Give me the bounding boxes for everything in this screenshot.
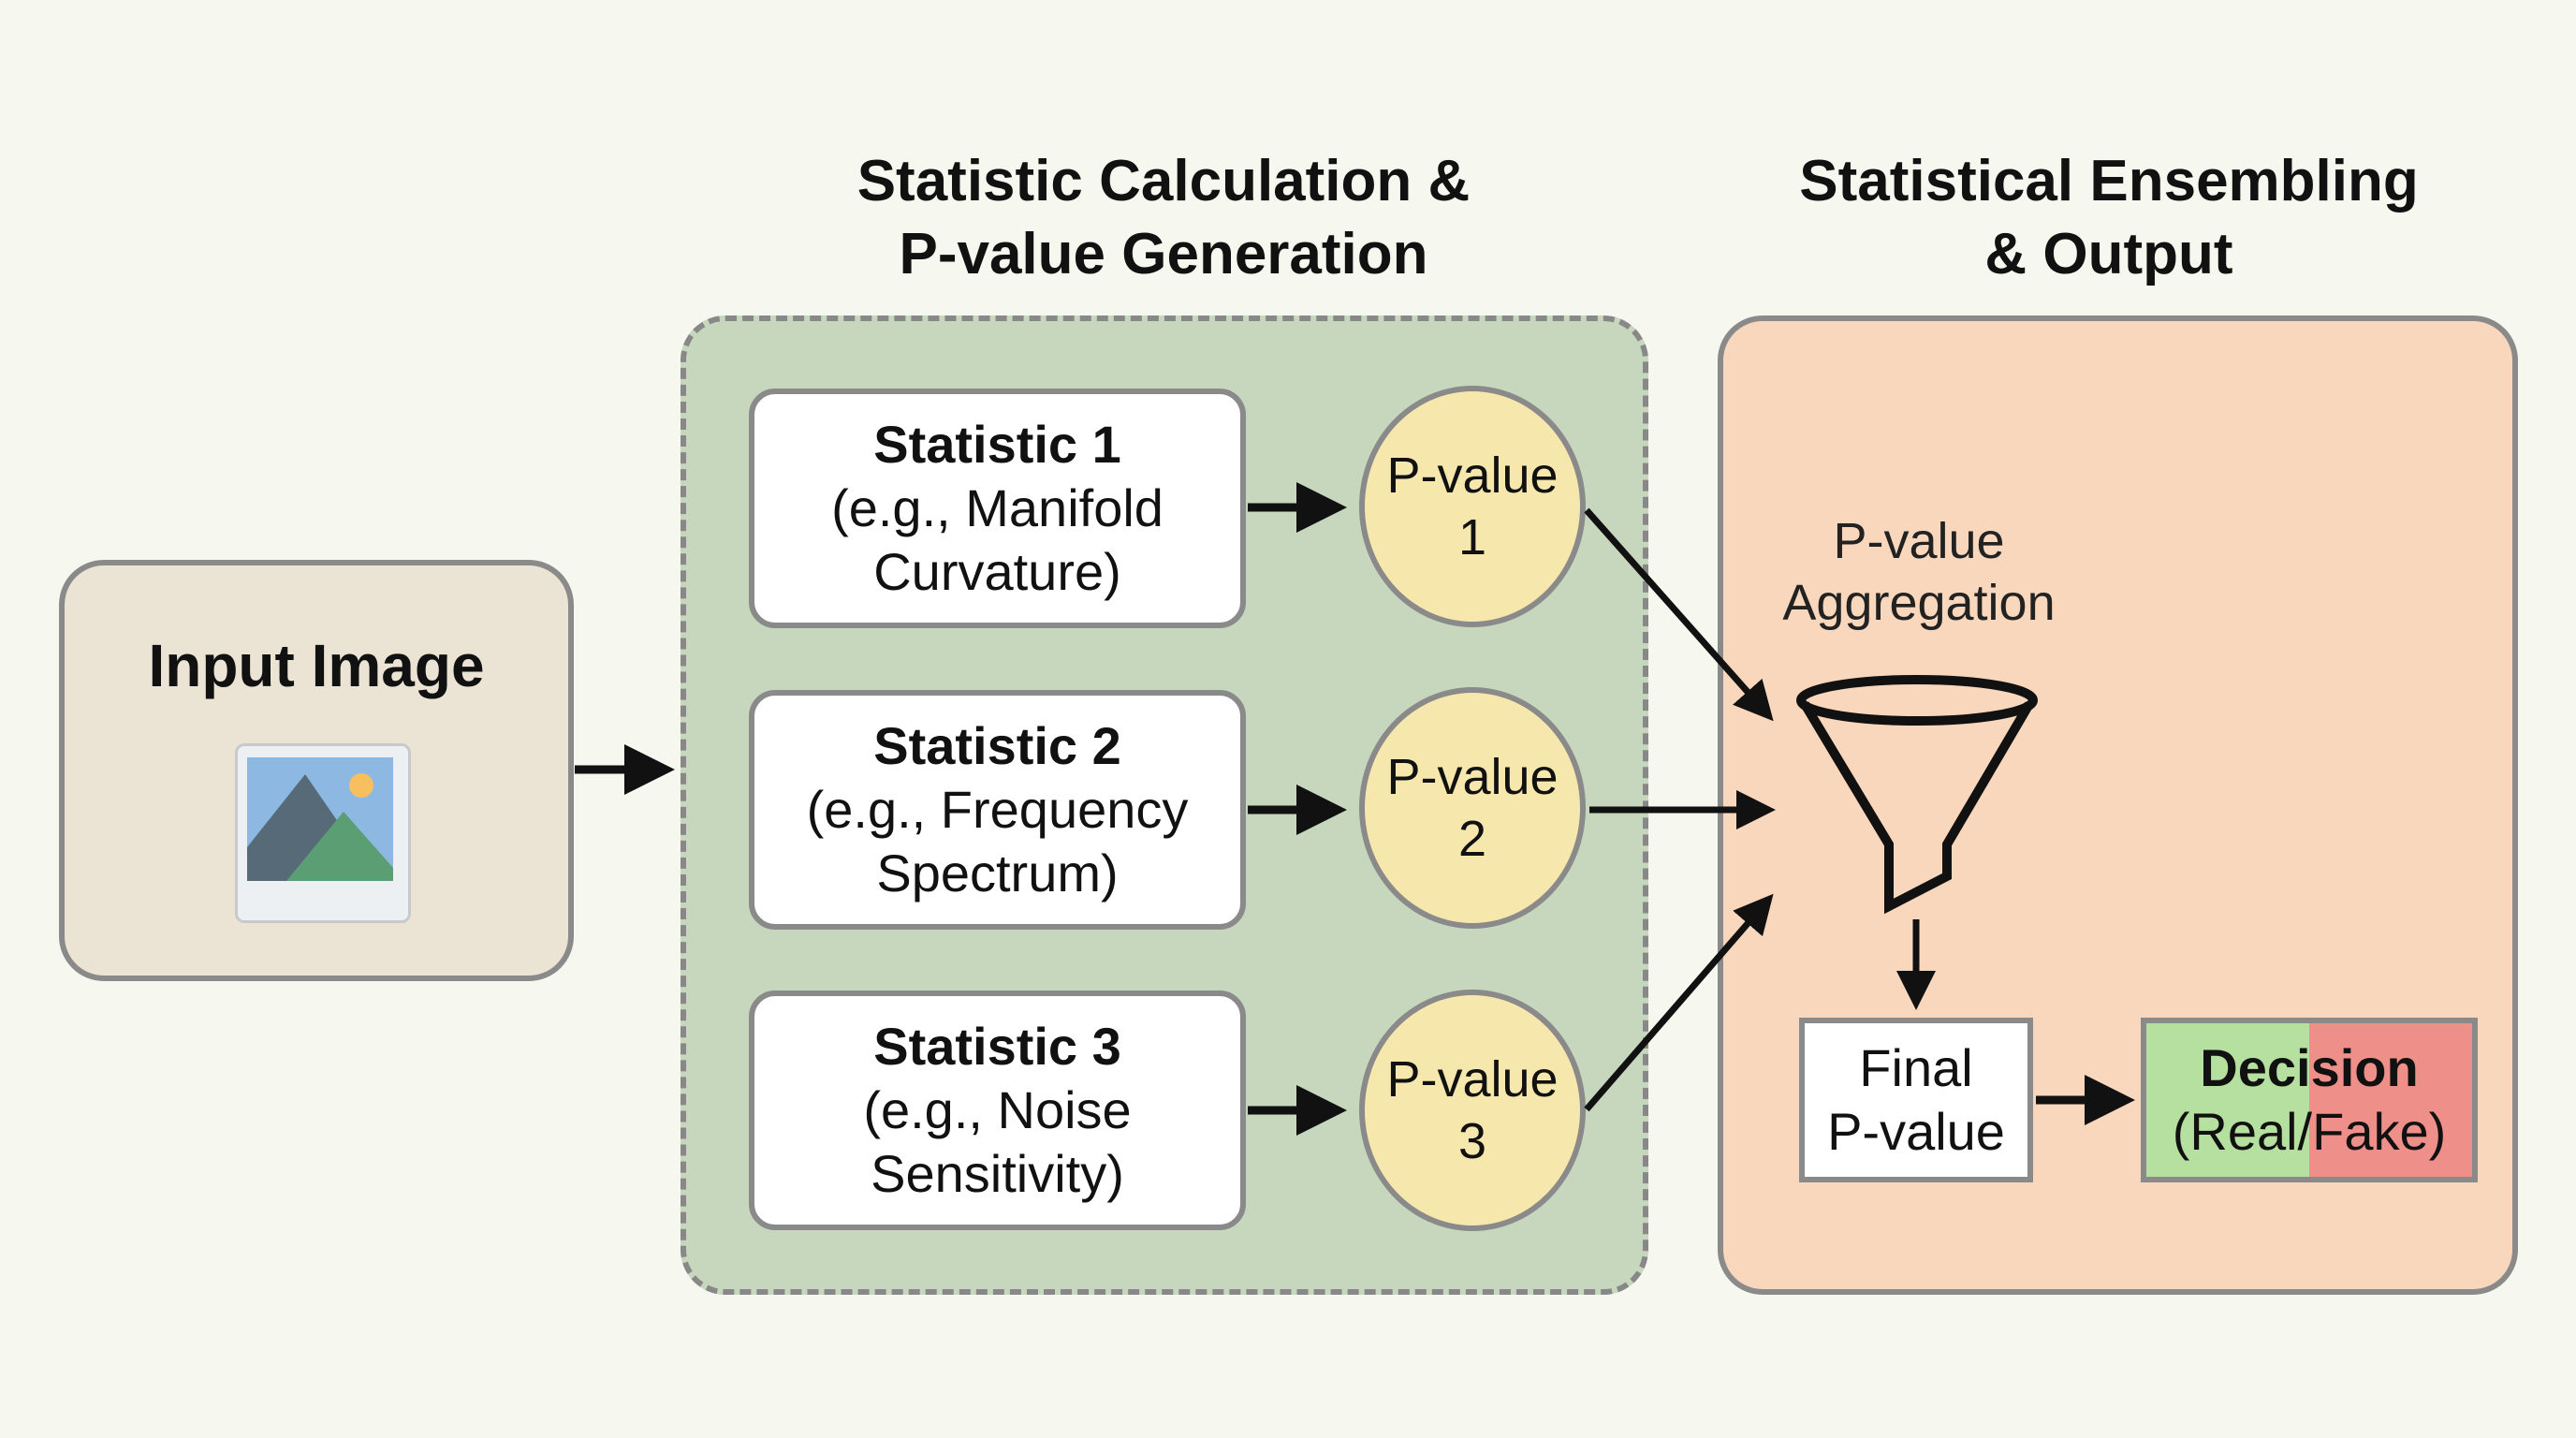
statistic-desc: Curvature)	[873, 542, 1121, 601]
pvalue-label: P-value	[1386, 749, 1559, 805]
pvalue-1-node[interactable]: P-value 1	[1359, 386, 1586, 627]
title-line: Statistical Ensembling	[1799, 149, 2419, 213]
decision-node[interactable]: Decision (Real/Fake)	[2141, 1018, 2478, 1182]
title-line: P-value Generation	[899, 222, 1428, 286]
title-line: & Output	[1984, 222, 2233, 286]
final-line: P-value	[1827, 1102, 2005, 1161]
pvalue-index: 2	[1457, 811, 1487, 867]
aggregation-line: P-value	[1833, 513, 2005, 569]
pvalue-index: 1	[1457, 509, 1487, 565]
input-image-label: Input Image	[148, 632, 485, 699]
decision-subtitle: (Real/Fake)	[2172, 1102, 2447, 1161]
title-line: Statistic Calculation &	[856, 149, 1471, 213]
statistic-1-node[interactable]: Statistic 1 (e.g., Manifold Curvature)	[749, 389, 1246, 628]
image-icon	[235, 743, 411, 923]
pvalue-label: P-value	[1386, 1051, 1559, 1108]
decision-title: Decision	[2200, 1038, 2419, 1097]
statistic-2-node[interactable]: Statistic 2 (e.g., Frequency Spectrum)	[749, 690, 1246, 930]
statistic-title: Statistic 2	[873, 716, 1121, 775]
funnel-icon	[1796, 675, 2038, 915]
aggregation-line: Aggregation	[1782, 575, 2056, 631]
statistic-desc: (e.g., Manifold	[831, 478, 1164, 537]
statistic-desc: (e.g., Frequency	[806, 780, 1189, 839]
statistic-title: Statistic 1	[873, 415, 1121, 474]
final-line: Final	[1859, 1038, 1973, 1097]
final-pvalue-node[interactable]: Final P-value	[1799, 1018, 2033, 1182]
pvalue-index: 3	[1457, 1113, 1487, 1169]
statistic-desc: Spectrum)	[876, 844, 1119, 902]
stage-title-calculation: Statistic Calculation & P-value Generati…	[742, 145, 1585, 291]
statistic-desc: (e.g., Noise	[863, 1080, 1132, 1139]
arrow-pvalue1-to-aggregation	[1584, 507, 1774, 722]
statistic-3-node[interactable]: Statistic 3 (e.g., Noise Sensitivity)	[749, 990, 1246, 1230]
statistic-title: Statistic 3	[873, 1017, 1121, 1076]
pvalue-3-node[interactable]: P-value 3	[1359, 990, 1586, 1231]
stage-title-ensembling: Statistical Ensembling & Output	[1688, 145, 2530, 291]
pvalue-label: P-value	[1386, 448, 1559, 504]
statistic-desc: Sensitivity)	[871, 1144, 1124, 1203]
input-image-node[interactable]: Input Image	[59, 560, 574, 981]
pvalue-2-node[interactable]: P-value 2	[1359, 687, 1586, 929]
arrow-pvalue3-to-aggregation	[1584, 893, 1774, 1112]
aggregation-label: P-value Aggregation	[1760, 510, 2078, 634]
